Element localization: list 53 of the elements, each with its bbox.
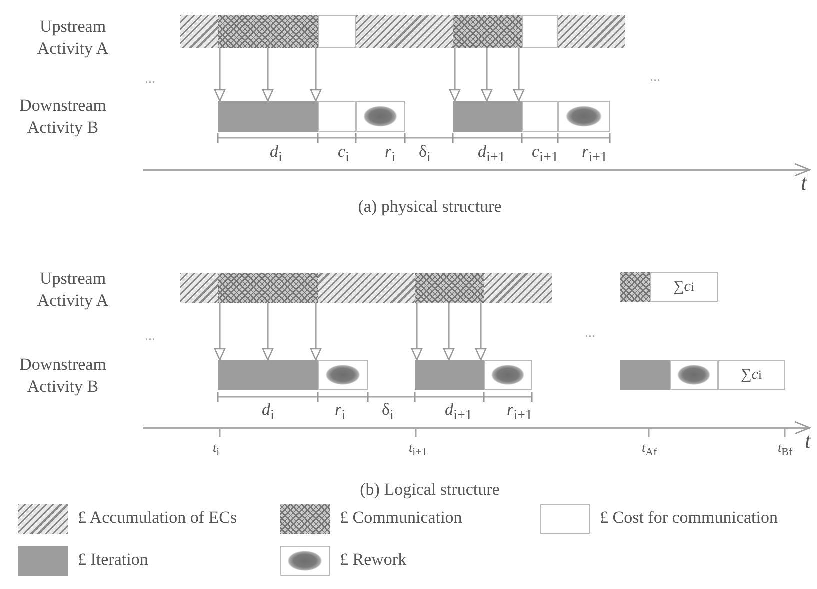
math-label: r$_{i}$ bbox=[335, 400, 346, 424]
math-label: r$_{i+1}$ bbox=[582, 142, 608, 166]
math-label: δ$_{i}$ bbox=[382, 400, 394, 424]
tick-label: t$_{i+1}$ bbox=[409, 440, 428, 459]
legend-label: £ Rework bbox=[340, 550, 407, 570]
cross-hatched-segment bbox=[453, 15, 522, 48]
row-label: Upstream Activity A bbox=[36, 268, 110, 312]
cross-hatched-segment bbox=[218, 273, 318, 303]
legend-label: £ Communication bbox=[340, 508, 462, 528]
caption: (a) physical structure bbox=[358, 197, 502, 217]
math-label: c$_{i}$ bbox=[338, 142, 350, 166]
tick-label: t$_{Af}$ bbox=[642, 440, 658, 459]
arrow bbox=[214, 48, 226, 102]
ellipsis: ... bbox=[145, 329, 156, 345]
arrow bbox=[310, 303, 322, 361]
row-label: Upstream Activity A bbox=[36, 16, 110, 60]
tick-label: t$_{Bf}$ bbox=[778, 440, 792, 459]
axis-label: t bbox=[805, 428, 812, 454]
cross-hatched-segment bbox=[218, 15, 318, 48]
row-label: Downstream Activity B bbox=[18, 95, 108, 139]
shaded-segment bbox=[453, 101, 522, 132]
cross-hatched-segment bbox=[415, 273, 484, 303]
ellipsis: ... bbox=[585, 326, 596, 342]
arrow bbox=[214, 303, 226, 361]
arrow bbox=[449, 48, 461, 102]
row-label: Downstream Activity B bbox=[18, 354, 108, 398]
arrow bbox=[310, 48, 322, 102]
duration-label: d$_{i}$ bbox=[270, 142, 282, 166]
duration-label: d$_{i}$ bbox=[262, 400, 274, 424]
caption: (b) Logical structure bbox=[360, 480, 500, 500]
arrow bbox=[443, 303, 455, 361]
legend-label: £ Cost for communication bbox=[600, 508, 778, 528]
shaded-segment bbox=[218, 101, 318, 132]
axis-label: t bbox=[801, 170, 808, 196]
arrow bbox=[513, 48, 525, 102]
arrow bbox=[262, 48, 274, 102]
tick-label: t$_{i}$ bbox=[213, 440, 220, 459]
duration-label: d$_{i+1}$ bbox=[478, 142, 506, 166]
math-label: δ$_{i}$ bbox=[419, 142, 431, 166]
duration-label: d$_{i+1}$ bbox=[445, 400, 472, 424]
arrow bbox=[475, 303, 487, 361]
ellipsis: ... bbox=[145, 72, 156, 88]
math-label: r$_{i+1}$ bbox=[507, 400, 533, 424]
arrow bbox=[481, 48, 493, 102]
arrow bbox=[262, 303, 274, 361]
legend-label: £ Iteration bbox=[78, 550, 148, 570]
shaded-segment bbox=[218, 360, 318, 390]
math-label: c$_{i+1}$ bbox=[532, 142, 559, 166]
arrow bbox=[411, 303, 423, 361]
shaded-segment bbox=[415, 360, 484, 390]
math-label: r$_{i}$ bbox=[385, 142, 396, 166]
ellipsis: ... bbox=[650, 70, 660, 86]
legend-label: £ Accumulation of ECs bbox=[78, 508, 238, 528]
